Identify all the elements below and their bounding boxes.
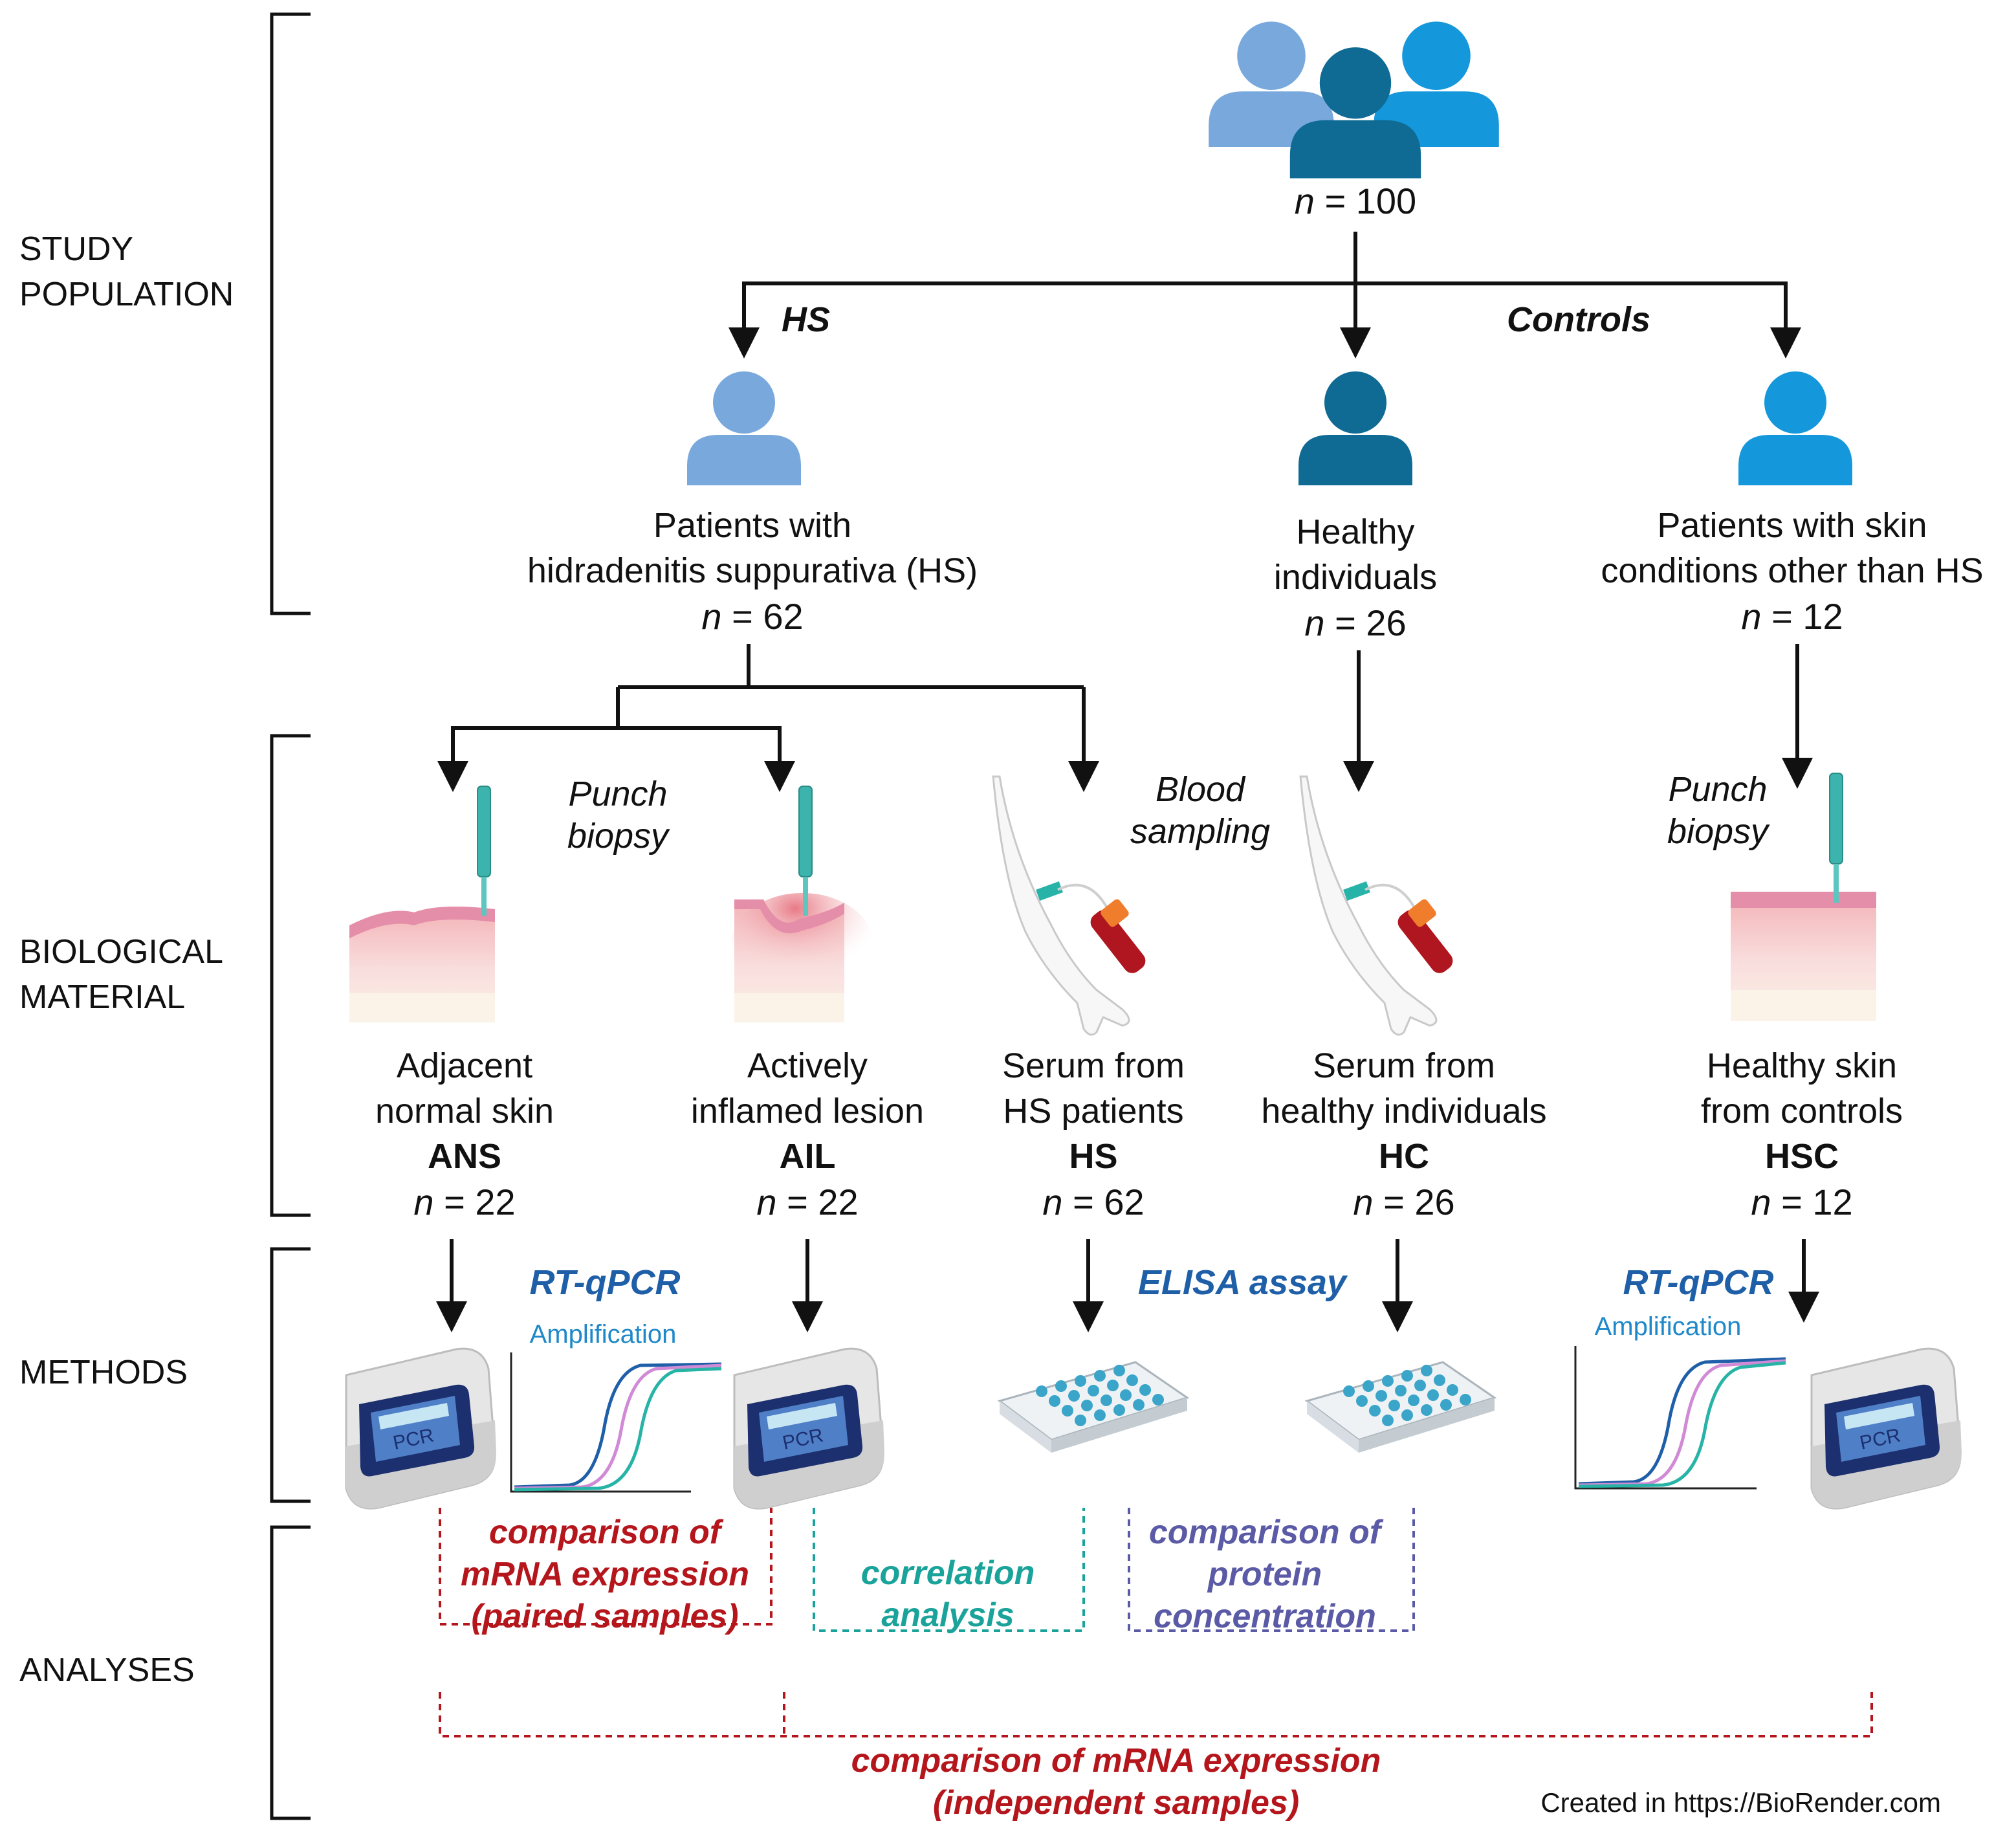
pcr-device-2-icon: PCR	[733, 1347, 886, 1510]
sample-hsc-line1: Healthy skin	[1707, 1046, 1897, 1085]
pcr-device-3-icon: PCR	[1810, 1347, 1963, 1510]
sample-hsc-line2: from controls	[1701, 1092, 1903, 1130]
sample-hs-line2: HS patients	[1003, 1092, 1183, 1130]
paired-analysis-line3: (paired samples)	[471, 1598, 738, 1635]
hsc-skin-illustration	[1731, 773, 1876, 1021]
healthy-group-count: n = 26	[1304, 602, 1406, 643]
sample-ail-line2: inflamed lesion	[691, 1092, 924, 1130]
sample-ans-count: n = 22	[413, 1182, 515, 1222]
sample-hs-line1: Serum from	[1002, 1046, 1185, 1085]
sample-hc-code: HC	[1379, 1137, 1429, 1176]
pcr-device-1-icon: PCR	[345, 1347, 498, 1510]
hs-group-line1: Patients with	[653, 506, 851, 545]
punch-biopsy-1-line2: biopsy	[567, 817, 670, 855]
correlation-analysis-line1: correlation	[861, 1554, 1035, 1592]
sample-ail-line1: Actively	[747, 1046, 868, 1085]
rtqpcr-label-2: RT-qPCR	[1623, 1263, 1773, 1302]
sample-ans-line1: Adjacent	[397, 1046, 532, 1085]
elisa-label: ELISA assay	[1138, 1263, 1348, 1302]
elisa-plate-2-icon	[1306, 1361, 1496, 1454]
paired-analysis-line1: comparison of	[489, 1514, 724, 1551]
sample-hc-line2: healthy individuals	[1261, 1092, 1546, 1130]
sample-hc-line1: Serum from	[1313, 1046, 1495, 1085]
sample-hsc-count: n = 12	[1751, 1182, 1852, 1222]
other-group-count: n = 12	[1741, 596, 1843, 637]
sample-hc: Serum from healthy individuals HC n = 26	[1261, 1046, 1546, 1222]
other-group-line2: conditions other than HS	[1601, 551, 1983, 590]
sample-hsc: Healthy skin from controls HSC n = 12	[1701, 1046, 1903, 1222]
methods-bracket	[270, 1247, 311, 1503]
hs-branch-label: HS	[782, 300, 830, 339]
section-biological-material-line2: MATERIAL	[19, 978, 185, 1016]
sample-ail-count: n = 22	[756, 1182, 858, 1222]
analyses-bracket	[270, 1525, 311, 1820]
healthy-group-line2: individuals	[1274, 558, 1437, 597]
punch-biopsy-2-line2: biopsy	[1667, 812, 1770, 851]
sample-ail-code: AIL	[780, 1137, 836, 1176]
hs-group-count: n = 62	[701, 596, 803, 637]
sample-ail: Actively inflamed lesion AIL n = 22	[691, 1046, 924, 1222]
sample-hs-code: HS	[1069, 1137, 1117, 1176]
protein-analysis-line1: comparison of	[1149, 1514, 1384, 1551]
amplification-label-2: Amplification	[1595, 1312, 1742, 1341]
blood-sampling-line1: Blood	[1156, 770, 1246, 809]
blood-sampling-line2: sampling	[1130, 812, 1270, 851]
amplification-curve-1-icon	[510, 1352, 722, 1493]
paired-analysis-box	[439, 1508, 772, 1626]
punch-biopsy-2-line1: Punch	[1668, 770, 1767, 809]
correlation-analysis-line2: analysis	[881, 1596, 1014, 1634]
biorender-credit: Created in https://BioRender.com	[1540, 1787, 1941, 1818]
arrow-to-other	[1355, 281, 1801, 358]
independent-analysis-line1: comparison of mRNA expression	[851, 1742, 1381, 1780]
section-study-population-line2: POPULATION	[19, 276, 234, 313]
section-biological-material-line1: BIOLOGICAL	[19, 933, 223, 971]
arrow-to-ail	[618, 726, 795, 792]
arrow-to-ans	[437, 687, 620, 792]
sample-hs: Serum from HS patients HS n = 62	[1002, 1046, 1185, 1222]
population-group-icon	[1209, 21, 1499, 179]
arrow-to-hs	[729, 281, 1355, 358]
sample-hsc-code: HSC	[1765, 1137, 1839, 1176]
blood-draw-arm-hs-icon	[992, 775, 1151, 1036]
protein-analysis-box	[1128, 1508, 1415, 1632]
ail-skin-illustration	[731, 786, 873, 1022]
healthy-person-icon	[1298, 371, 1412, 485]
amplification-curve-2-icon	[1574, 1346, 1786, 1490]
punch-biopsy-1-line1: Punch	[568, 775, 667, 813]
sample-hc-count: n = 26	[1353, 1182, 1454, 1222]
sample-ans-line2: normal skin	[375, 1092, 554, 1130]
healthy-group-line1: Healthy	[1296, 513, 1414, 551]
study-population-bracket	[270, 12, 311, 615]
blood-draw-arm-hc-icon	[1299, 775, 1458, 1036]
other-group-line1: Patients with skin	[1657, 506, 1927, 545]
independent-analysis-line2: (independent samples)	[933, 1784, 1299, 1822]
elisa-plate-1-icon	[998, 1361, 1189, 1454]
paired-analysis-line2: mRNA expression	[461, 1556, 749, 1593]
section-analyses: ANALYSES	[19, 1651, 195, 1689]
amplification-label-1: Amplification	[530, 1320, 677, 1349]
controls-branch-label: Controls	[1507, 300, 1650, 339]
total-count: n = 100	[1295, 181, 1416, 221]
biological-material-bracket	[270, 734, 311, 1217]
ans-skin-illustration	[349, 786, 495, 1022]
correlation-analysis-box	[813, 1508, 1085, 1632]
section-study-population-line1: STUDY	[19, 230, 133, 268]
protein-analysis-line3: concentration	[1154, 1598, 1376, 1635]
section-methods: METHODS	[19, 1354, 188, 1391]
sample-ans-code: ANS	[428, 1137, 501, 1176]
hs-group-line2: hidradenitis suppurativa (HS)	[527, 551, 978, 590]
sample-ans: Adjacent normal skin ANS n = 22	[375, 1046, 554, 1222]
sample-hs-count: n = 62	[1042, 1182, 1144, 1222]
other-patient-icon	[1738, 371, 1852, 485]
hs-patient-icon	[687, 371, 801, 485]
independent-analysis-bracket	[439, 1692, 1873, 1737]
protein-analysis-line2: protein	[1207, 1556, 1322, 1593]
rtqpcr-label-1: RT-qPCR	[529, 1263, 680, 1302]
